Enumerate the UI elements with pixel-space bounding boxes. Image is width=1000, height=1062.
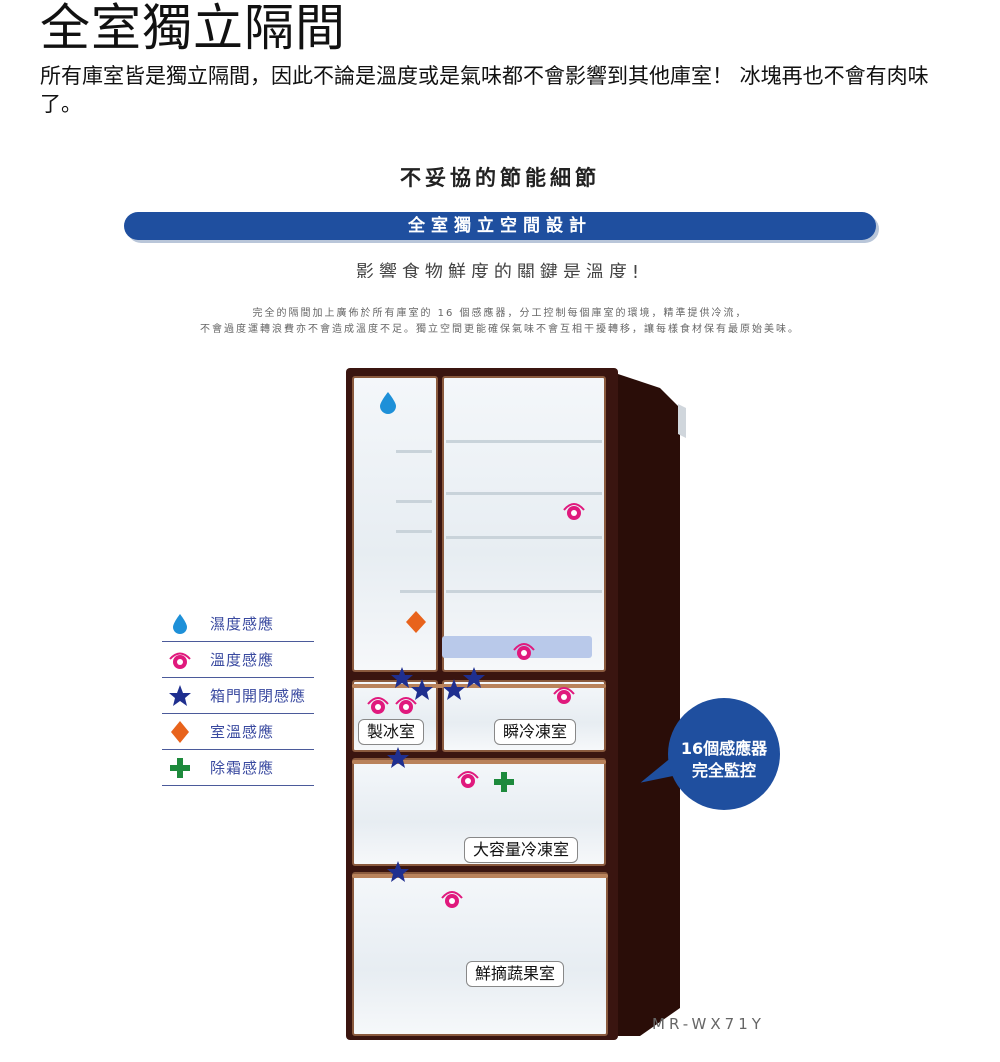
banner-text: 全室獨立空間設計 bbox=[408, 216, 592, 236]
ice-compartment-label: 製冰室 bbox=[358, 719, 425, 745]
freezer-label: 大容量冷凍室 bbox=[464, 837, 579, 863]
legend-label: 除霜感應 bbox=[210, 759, 275, 777]
shelf bbox=[446, 440, 602, 443]
description: 完全的隔間加上廣佈於所有庫室的 16 個感應器，分工控制每個庫室的環境，精準提供… bbox=[0, 306, 1000, 338]
quick-freeze-compartment bbox=[442, 680, 606, 752]
model-number: MR-WX71Y bbox=[652, 1015, 765, 1033]
star-icon bbox=[411, 679, 433, 700]
star-icon bbox=[463, 667, 485, 688]
legend-label: 箱門開閉感應 bbox=[210, 687, 307, 705]
bubble-line-1: 16個感應器 bbox=[680, 739, 768, 758]
eye-icon bbox=[563, 503, 585, 520]
eye-icon bbox=[367, 697, 389, 714]
water-drop-icon bbox=[173, 614, 187, 634]
legend-item-room-temp: 室溫感應 bbox=[162, 714, 314, 750]
page-title: 全室獨立隔間 bbox=[40, 0, 346, 57]
eye-icon bbox=[169, 652, 191, 669]
star-icon bbox=[391, 667, 413, 688]
plus-icon bbox=[494, 772, 514, 792]
diamond-icon bbox=[406, 611, 426, 633]
sensor-legend: 濕度感應 溫度感應 箱門開閉感應 室溫感應 除霜感應 bbox=[162, 606, 314, 786]
subhead: 影響食物鮮度的關鍵是溫度! bbox=[355, 262, 645, 278]
fridge-side-panel bbox=[600, 368, 686, 1036]
legend-label: 室溫感應 bbox=[210, 723, 275, 741]
shelf bbox=[400, 590, 436, 593]
shelf bbox=[396, 500, 432, 503]
legend-label: 濕度感應 bbox=[210, 615, 275, 633]
star-icon bbox=[169, 685, 191, 706]
eye-icon bbox=[441, 891, 463, 908]
eye-icon bbox=[513, 643, 535, 660]
vegetable-compartment bbox=[352, 872, 608, 1036]
shelf bbox=[446, 536, 602, 539]
description-line-2: 不會過度運轉浪費亦不會造成溫度不足。獨立空間更能確保氣味不會互相干擾轉移，讓每樣… bbox=[200, 324, 800, 335]
fridge-door-right bbox=[442, 376, 606, 672]
star-icon bbox=[443, 679, 465, 700]
quick-freeze-label: 瞬冷凍室 bbox=[494, 719, 577, 745]
legend-item-door: 箱門開閉感應 bbox=[162, 678, 314, 714]
star-icon bbox=[387, 861, 409, 882]
water-drop-icon bbox=[380, 392, 396, 414]
vegetable-label: 鮮摘蔬果室 bbox=[466, 961, 565, 987]
eye-icon bbox=[457, 771, 479, 788]
legend-item-temperature: 溫度感應 bbox=[162, 642, 314, 678]
intro-text: 所有庫室皆是獨立隔間，因此不論是溫度或是氣味都不會影響到其他庫室！ 冰塊再也不會… bbox=[40, 64, 929, 116]
legend-item-humidity: 濕度感應 bbox=[162, 606, 314, 642]
handle bbox=[352, 760, 606, 764]
diamond-icon bbox=[171, 721, 189, 743]
eye-icon bbox=[553, 687, 575, 704]
shelf bbox=[446, 492, 602, 495]
legend-label: 溫度感應 bbox=[210, 651, 275, 669]
eye-icon bbox=[395, 697, 417, 714]
sensor-callout-bubble: 16個感應器 完全監控 bbox=[668, 698, 780, 810]
handle bbox=[352, 874, 608, 878]
plus-icon bbox=[170, 758, 190, 778]
description-line-1: 完全的隔間加上廣佈於所有庫室的 16 個感應器，分工控制每個庫室的環境，精準提供… bbox=[252, 308, 748, 319]
banner: 全室獨立空間設計 bbox=[124, 212, 876, 240]
shelf bbox=[396, 450, 432, 453]
shelf bbox=[446, 590, 602, 593]
shelf bbox=[396, 530, 432, 533]
headline: 不妥協的節能細節 bbox=[400, 165, 600, 190]
legend-item-defrost: 除霜感應 bbox=[162, 750, 314, 786]
bubble-line-2: 完全監控 bbox=[691, 761, 756, 780]
star-icon bbox=[387, 747, 409, 768]
